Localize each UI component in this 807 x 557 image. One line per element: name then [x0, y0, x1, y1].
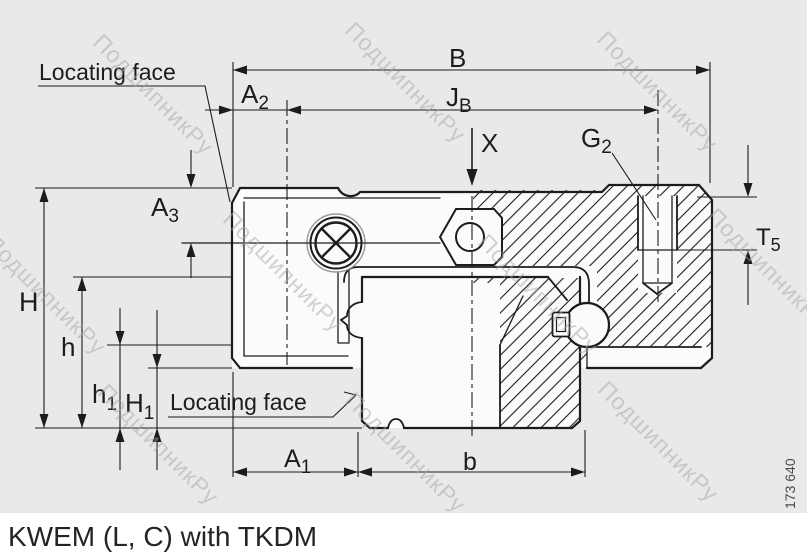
dim-label-b: b: [463, 448, 477, 476]
rail-outline: [339, 275, 582, 430]
locating-face-bottom-label: Locating face: [170, 389, 307, 415]
dim-label-h: h: [61, 332, 75, 362]
dim-label-G2: G2: [581, 123, 612, 158]
dimension-h1: h1: [92, 308, 232, 470]
locating-face-top-label: Locating face: [39, 59, 176, 85]
locating-face-top-callout: Locating face: [38, 59, 231, 203]
dim-label-H: H: [19, 287, 39, 317]
dim-label-T5: T5: [756, 224, 781, 255]
g2-threaded-hole: [637, 195, 678, 296]
dim-label-A3: A3: [151, 192, 179, 227]
centerlines: [181, 90, 659, 437]
dimension-A1-b: A1 b: [232, 372, 586, 478]
dimension-H: H: [19, 188, 362, 429]
section-label-X: X: [481, 128, 498, 158]
locating-face-bottom-callout: Locating face: [168, 389, 357, 418]
dim-label-B: B: [449, 43, 466, 73]
drawing-caption: KWEM (L, C) with TKDM: [8, 521, 317, 552]
dimension-h: h: [61, 276, 232, 428]
dim-label-A1: A1: [284, 445, 311, 478]
dim-label-JB: JB: [446, 82, 472, 117]
dim-label-H1: H1: [125, 388, 154, 424]
hex-insert: [438, 208, 503, 266]
dim-label-A2: A2: [241, 79, 269, 114]
dimension-H1: H1: [125, 310, 232, 470]
section-arrow-X: X: [466, 128, 498, 186]
dim-label-h1: h1: [92, 379, 117, 415]
caption-strip: [0, 513, 807, 557]
dimension-G2: G2: [581, 123, 657, 221]
dimension-A3: A3: [35, 150, 232, 278]
dimension-B: B: [232, 43, 711, 187]
ball-element: [551, 301, 611, 349]
carriage-outline: [230, 183, 714, 429]
dimension-T5: T5: [678, 145, 781, 305]
dimension-JB-A2: A2 JB: [205, 79, 658, 117]
figure-number: 173 640: [782, 458, 798, 509]
